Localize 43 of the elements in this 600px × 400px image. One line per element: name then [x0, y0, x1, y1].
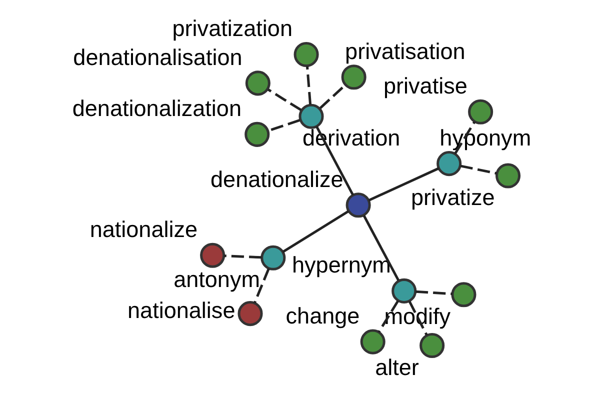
node-label: antonym: [173, 267, 260, 292]
connector: [415, 290, 452, 296]
node-circle: [436, 151, 462, 176]
node-circle: [237, 301, 262, 326]
node-circle: [450, 282, 476, 308]
node-circle: [244, 122, 270, 147]
node-circle: [345, 192, 370, 218]
node-circle: [260, 245, 286, 270]
connector: [408, 300, 428, 336]
connector: [267, 88, 302, 112]
node-label: privatization: [172, 16, 292, 42]
node-circle: [244, 70, 270, 96]
connector: [224, 254, 262, 259]
connector: [253, 268, 270, 304]
node-label: alter: [374, 354, 418, 380]
connector: [368, 167, 439, 202]
node-label: denationalisation: [72, 44, 242, 70]
node-label: hypernym: [292, 252, 390, 278]
node-label: modify: [384, 304, 450, 329]
node-label: privatisation: [344, 38, 465, 64]
node-label: nationalize: [89, 217, 198, 242]
node-circle: [298, 104, 324, 129]
connector: [460, 164, 496, 175]
node-label: denationalize: [210, 166, 343, 192]
node-circle: [468, 99, 493, 124]
node-label: change: [285, 304, 360, 329]
node-label: nationalise: [127, 298, 235, 323]
connector: [377, 300, 399, 333]
node-circle: [293, 42, 318, 68]
connector: [454, 121, 476, 154]
node-circle: [419, 332, 444, 358]
connector: [362, 215, 400, 281]
node-label: hyponym: [439, 125, 531, 150]
node-label: denationalization: [72, 96, 241, 122]
connector: [306, 66, 312, 105]
node-circle: [340, 64, 366, 90]
node-circle: [494, 163, 520, 188]
node-circle: [360, 329, 385, 354]
node-circle: [200, 242, 225, 268]
connector: [282, 210, 349, 253]
node-label: privatise: [383, 74, 467, 99]
node-circle: [391, 278, 416, 304]
node-label: privatize: [410, 185, 494, 210]
